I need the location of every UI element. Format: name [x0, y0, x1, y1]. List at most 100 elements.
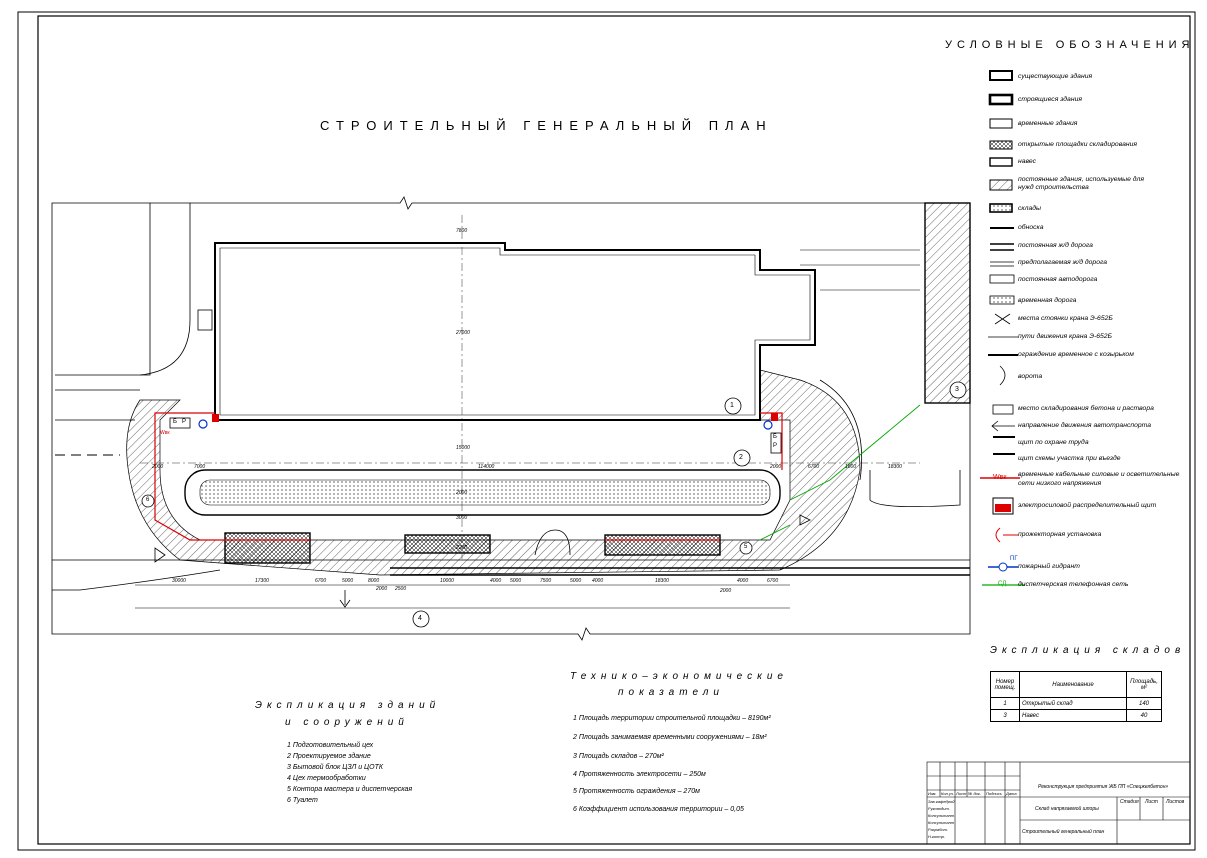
list-item: 6 Туалет: [287, 797, 318, 804]
buildings-title-1: Экспликация зданий: [255, 700, 441, 711]
legend-item: место складирования бетона и раствора: [1018, 405, 1154, 412]
building-number: 1: [730, 402, 734, 409]
legend-item: пути движения крана Э-652Б: [1018, 333, 1112, 340]
legend-item: открытые площадки складирования: [1018, 141, 1138, 148]
fence-label: Б: [173, 419, 177, 425]
dim-label: 30000: [172, 578, 186, 584]
dim-label: 4000: [490, 578, 502, 584]
list-item: 2 Проектируемое здание: [287, 753, 371, 760]
dim-label: 17300: [255, 578, 269, 584]
dim-label: 7800: [456, 228, 468, 234]
stamp-sheets: Листов: [1166, 799, 1185, 805]
building-number: 2: [739, 454, 743, 461]
dim-label: 8000: [368, 578, 380, 584]
list-item: 5 Контора мастера и диспетчерская: [287, 786, 413, 793]
list-item: 1 Подготовительный цех: [287, 742, 374, 749]
dim-label: 15000: [456, 445, 470, 451]
table-cell: 40: [1126, 709, 1162, 722]
legend-item: навес: [1018, 158, 1037, 165]
legend-item: места стоянки крана Э-652Б: [1018, 315, 1113, 322]
fence-label: Р: [773, 443, 778, 449]
dim-label: 4000: [737, 578, 749, 584]
list-item: 6 Коэффициент использования территории –…: [573, 806, 744, 813]
dim-label: 2000: [376, 586, 388, 592]
stamp-col: Подпись: [986, 791, 1002, 796]
list-item: 5 Протяженность ограждения – 270м: [573, 788, 700, 795]
dim-label: 5000: [570, 578, 582, 584]
dim-label: 6700: [315, 578, 327, 584]
legend-item: пожарный гидрант: [1018, 563, 1080, 570]
dim-label: 114000: [478, 464, 495, 470]
stamp-sheet2: Строительный генеральный план: [1022, 829, 1105, 835]
stamp-col: № док.: [968, 791, 981, 796]
stamp-project: Реконструкция предприятия ЖБ ПП «Спецжел…: [1038, 784, 1169, 790]
inner-frame: [37, 15, 1191, 845]
list-item: 1 Площадь территории строительной площад…: [573, 715, 771, 722]
dim-label: 2000: [720, 588, 732, 594]
tech-title-2: показатели: [618, 687, 724, 698]
table-cell: Открытый склад: [1019, 697, 1127, 710]
building-number: 3: [955, 386, 959, 393]
stamp-role: Разработ.: [928, 827, 948, 832]
legend-item: временные здания: [1018, 120, 1078, 127]
dim-label: 4000: [592, 578, 604, 584]
fence-label: Р: [182, 419, 187, 425]
legend-item: электросиловой распределительный щит: [1018, 502, 1157, 509]
list-item: 4 Протяженность электросети – 250м: [573, 771, 706, 778]
tech-title-1: Технико–экономические: [570, 671, 788, 682]
dim-label: 6700: [808, 464, 820, 470]
list-item: 3 Площадь складов – 270м²: [573, 753, 664, 760]
legend-item: направление движения автотранспорта: [1018, 422, 1152, 429]
stamp-role: Консультант: [928, 820, 955, 825]
dim-label: 7000: [194, 464, 206, 470]
dim-label: 10000: [440, 578, 454, 584]
table-header: Наименование: [1019, 671, 1127, 698]
list-item: 2 Площадь занимаемая временными сооружен…: [573, 734, 767, 741]
list-item: 3 Бытовой блок ЦЗЛ и ЦОТК: [287, 764, 383, 771]
title-block: [926, 761, 1191, 845]
stamp-col: Лист: [956, 791, 967, 796]
table-header: Площадь, м²: [1126, 671, 1162, 698]
table-row: 1 Открытый склад 140: [990, 697, 1162, 710]
legend-item: щит схемы участка при въезде: [1018, 455, 1121, 462]
stamp-col: Кол.уч.: [941, 791, 955, 796]
dim-label: 18300: [655, 578, 669, 584]
legend-item: диспетчерская телефонная сеть: [1018, 581, 1129, 588]
dim-label: 7500: [540, 578, 552, 584]
table-row: 3 Навес 40: [990, 709, 1162, 722]
legend-item: обноска: [1018, 224, 1044, 231]
table-cell: 1: [990, 697, 1020, 710]
stamp-role: Н.контр.: [928, 834, 945, 839]
warehouses-table: Номер помещ. Наименование Площадь, м² 1 …: [990, 671, 1162, 722]
legend-title: УСЛОВНЫЕ ОБОЗНАЧЕНИЯ: [945, 39, 1195, 51]
stamp-stage: Стадия: [1120, 799, 1139, 805]
dim-label: 5000: [342, 578, 354, 584]
legend-item: ворота: [1018, 373, 1043, 380]
dim-label: 6700: [767, 578, 779, 584]
dim-label: 2000: [770, 464, 782, 470]
building-number: 4: [418, 615, 422, 622]
outer-frame: [17, 11, 1196, 851]
legend-item: склады: [1018, 205, 1041, 212]
stamp-col: Дата: [1006, 791, 1017, 796]
legend-item: постоянные здания, используемые для нужд…: [1018, 176, 1145, 191]
buildings-title-2: и сооружений: [285, 717, 409, 728]
dim-label: 2200: [456, 545, 468, 551]
stamp-role: Зав.кафедрой: [928, 799, 955, 804]
legend-item: существующие здания: [1018, 73, 1093, 80]
legend-item: прожекторная установка: [1018, 531, 1102, 538]
site-plan: [51, 196, 971, 641]
building-number: 6: [146, 497, 150, 503]
dim-label: 1800: [845, 464, 857, 470]
legend-item: щит по охране труда: [1018, 439, 1089, 446]
pg-symbol-label: ПГ: [1010, 556, 1018, 562]
legend-item: постоянная автодорога: [1018, 276, 1098, 283]
legend-item: временные кабельные силовые и осветитель…: [1018, 471, 1180, 487]
legend-item: временная дорога: [1018, 297, 1077, 304]
dim-label: 27000: [456, 330, 470, 336]
table-cell: 140: [1126, 697, 1162, 710]
dim-label: 5000: [510, 578, 522, 584]
list-item: 4 Цех термообработки: [287, 775, 366, 782]
wvk-plan-label: Wвк: [160, 430, 170, 436]
stamp-sheet1: Склад напрягаемой шпоры: [1035, 806, 1099, 812]
